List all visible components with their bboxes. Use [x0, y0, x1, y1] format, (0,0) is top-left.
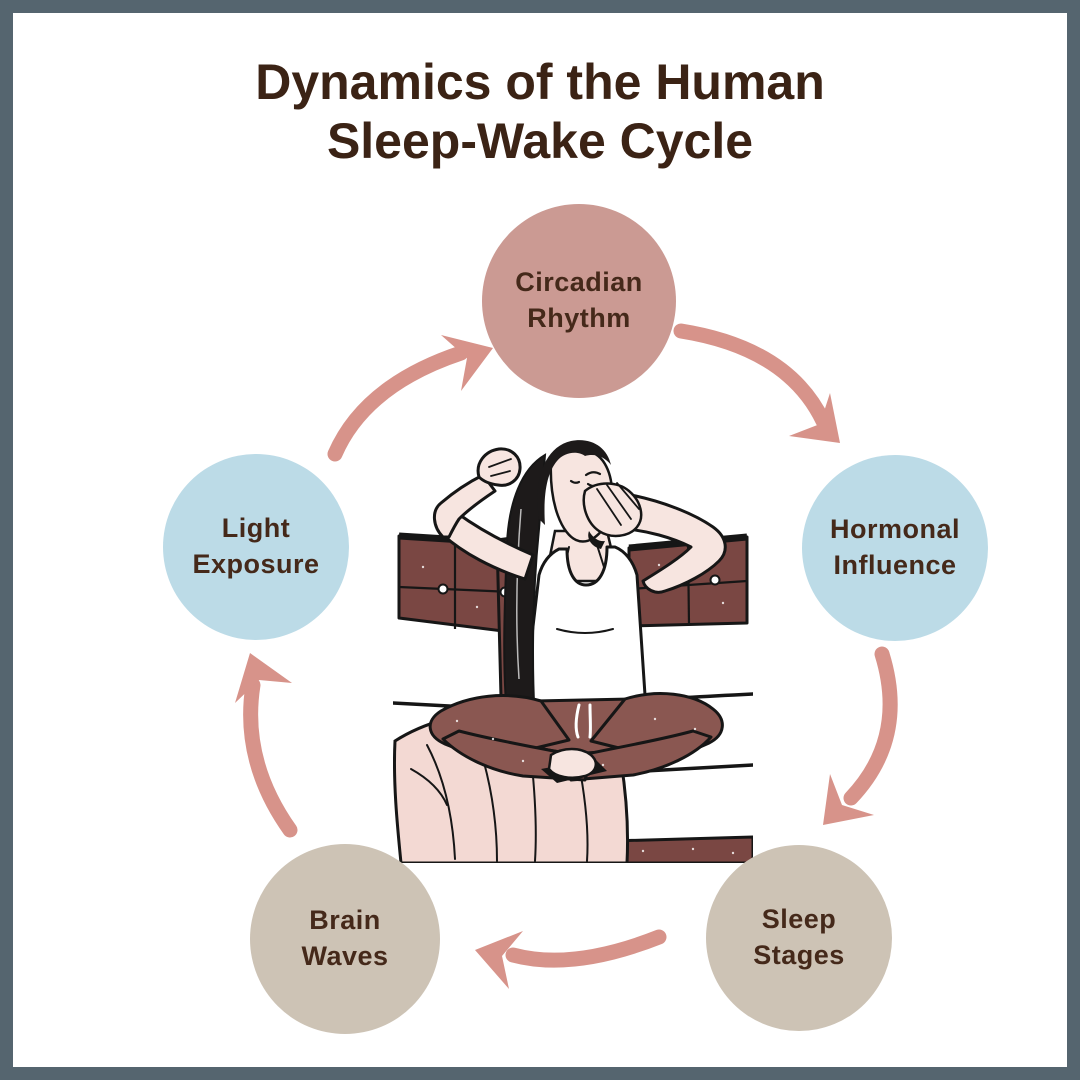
arrow-brain-to-light-icon	[235, 653, 298, 838]
cycle-node-hormonal-influence: Hormonal Influence	[802, 455, 988, 641]
node-label-line1: Sleep	[761, 904, 837, 935]
node-label-line2: Influence	[833, 550, 957, 580]
page-title-line2: Sleep-Wake Cycle	[326, 113, 754, 169]
center-illustration	[393, 439, 753, 863]
arrow-hormonal-to-sleep-icon	[823, 646, 898, 825]
page-title: Dynamics of the Human Sleep-Wake Cycle	[13, 53, 1067, 171]
arrow-light-to-circadian-icon	[327, 335, 493, 462]
page-title-line1: Dynamics of the Human	[255, 54, 825, 110]
cycle-node-circadian-rhythm: Circadian Rhythm	[482, 204, 676, 398]
woman-yawning-stretching-on-bed-illustration	[393, 439, 753, 863]
node-label-line1: Brain	[309, 905, 381, 936]
cycle-arrows	[235, 323, 898, 989]
node-label-line1: Circadian	[515, 267, 643, 298]
node-label-line1: Light	[221, 513, 291, 544]
arrow-circadian-to-hormonal-icon	[673, 323, 840, 443]
arrow-sleep-to-brain-icon	[475, 929, 667, 989]
node-label-line1: Hormonal	[829, 514, 960, 545]
cycle-node-light-exposure: Light Exposure	[163, 454, 349, 640]
node-label-line2: Exposure	[192, 549, 320, 579]
node-label-line2: Waves	[301, 941, 389, 971]
cycle-node-brain-waves: Brain Waves	[250, 844, 440, 1034]
node-label-line2: Rhythm	[527, 303, 631, 333]
cycle-node-sleep-stages: Sleep Stages	[706, 845, 892, 1031]
node-label-line2: Stages	[753, 940, 845, 970]
